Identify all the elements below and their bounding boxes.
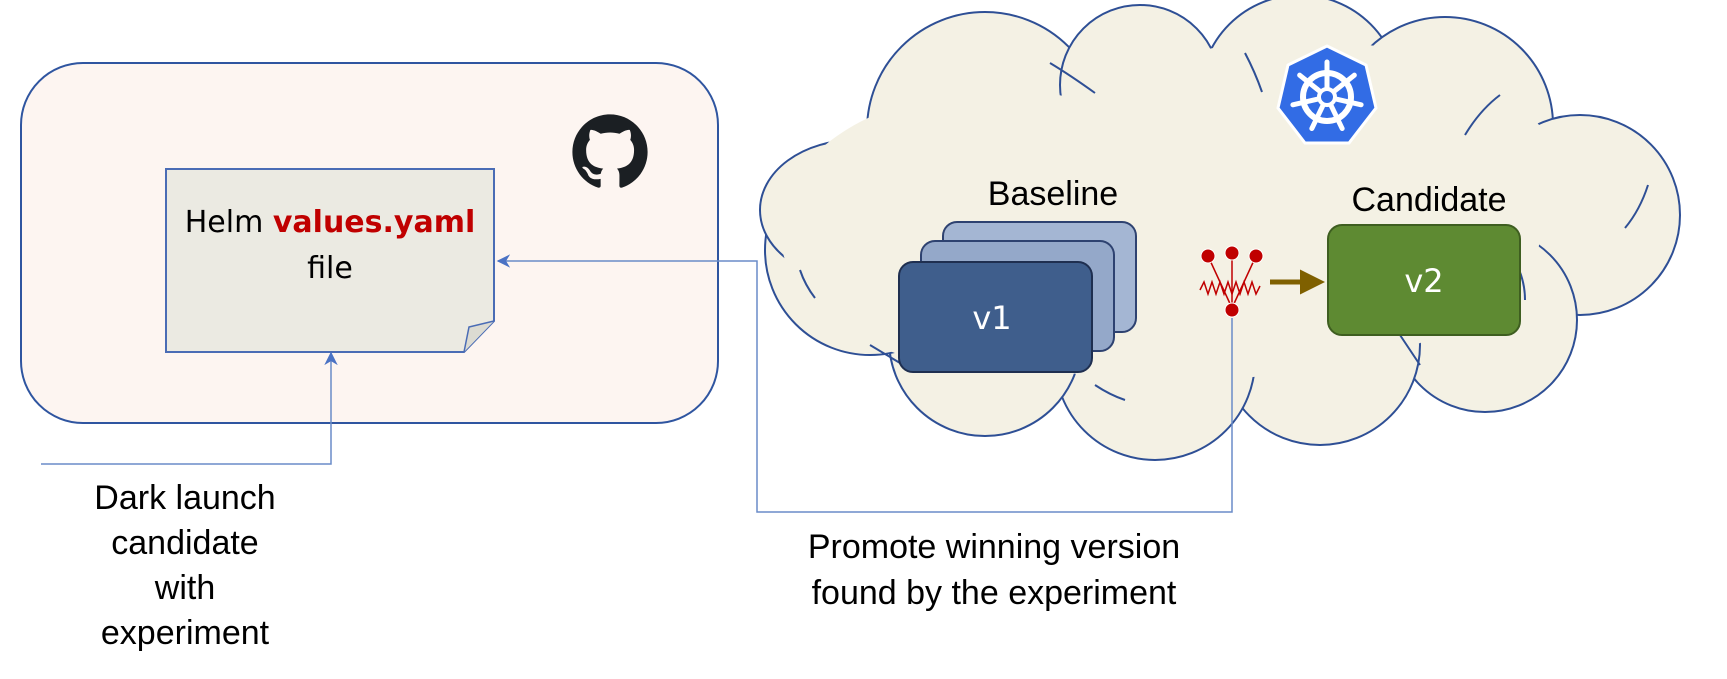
dark-launch-line-4: experiment (101, 614, 270, 652)
dark-launch-connector (41, 351, 338, 465)
dark-launch-line-1: Dark launch (94, 479, 275, 517)
values-file-name: values.yaml (273, 205, 475, 240)
kubernetes-helm-wheel-icon (1276, 44, 1378, 145)
candidate-label: Candidate (1351, 181, 1506, 219)
baseline-stack[interactable]: v1 (898, 221, 1137, 373)
values-file-note[interactable]: Helm values.yaml file (165, 168, 495, 353)
values-file-suffix: file (307, 251, 353, 286)
dark-launch-line-2: candidate (111, 524, 258, 562)
traffic-splitter-icon (1199, 245, 1264, 318)
dark-launch-annotation: Dark launch candidate with experiment (94, 479, 275, 652)
promote-connector (496, 254, 1233, 513)
baseline-version: v1 (972, 299, 1011, 337)
candidate-version: v2 (1404, 262, 1443, 300)
baseline-label: Baseline (988, 175, 1118, 213)
github-octocat-icon (572, 114, 648, 188)
dark-launch-line-3: with (154, 569, 215, 607)
promote-line-1: Promote winning version (808, 528, 1180, 566)
promote-line-2: found by the experiment (812, 574, 1177, 612)
svg-text:Helm values.yaml: Helm values.yaml (185, 205, 476, 240)
values-file-prefix: Helm (185, 205, 273, 240)
baseline-v1-box (898, 261, 1093, 373)
candidate-v2-box[interactable]: v2 (1327, 224, 1521, 336)
promote-annotation: Promote winning version found by the exp… (808, 528, 1180, 612)
